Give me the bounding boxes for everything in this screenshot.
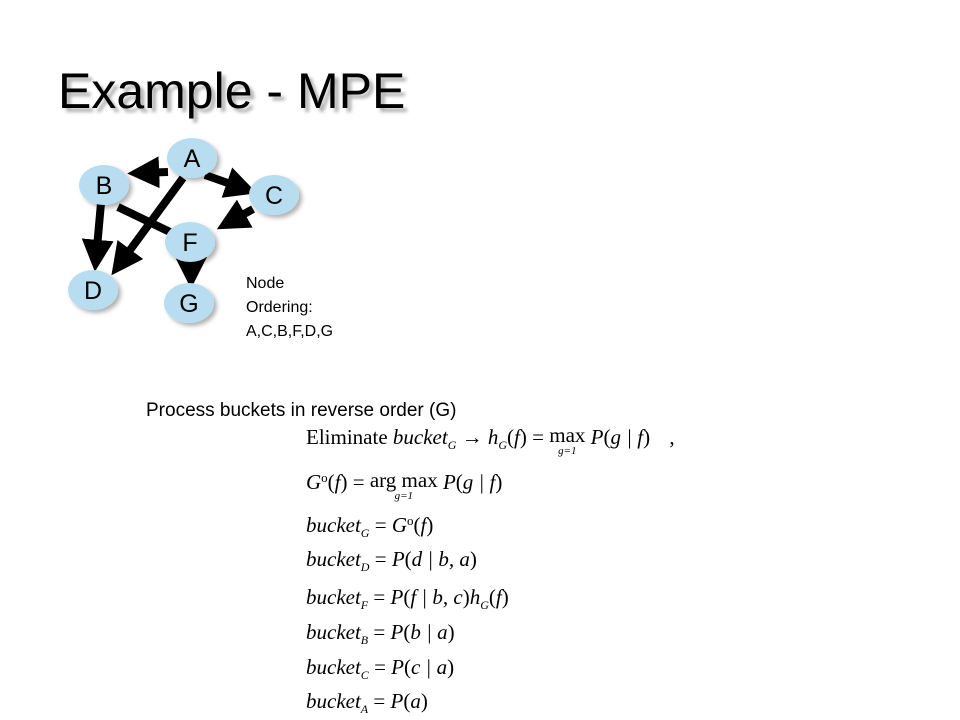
subscript-g: G [360, 526, 370, 540]
equation-bucket-b: bucketB = P(b | a) [306, 620, 455, 647]
node-b: B [79, 165, 129, 205]
bucket-word: bucket [306, 620, 361, 644]
p-args: b | a [410, 620, 448, 644]
h-symbol: h [469, 585, 481, 609]
node-b-label: B [96, 172, 113, 200]
comma: , [669, 425, 675, 449]
p-symbol: P [391, 547, 405, 571]
ordering-line-1: Node [246, 275, 285, 292]
argmax-range: g=1 [394, 490, 413, 502]
max-range: g=1 [558, 445, 577, 457]
p-symbol: P [590, 425, 604, 449]
subscript-f: F [360, 598, 369, 612]
f-symbol: f [514, 425, 520, 449]
edge-b-f [116, 203, 172, 236]
f-symbol: f [495, 585, 502, 609]
subscript-g: G [480, 598, 489, 612]
node-g-label: G [179, 290, 198, 318]
equation-bucket-g: bucketG = Go(f) [306, 513, 434, 540]
f-symbol: f [334, 470, 341, 494]
node-d-label: D [84, 277, 102, 305]
p-args: a [410, 689, 421, 713]
subscript-b: B [360, 633, 369, 647]
max-word: max [549, 423, 586, 447]
bucket-word: bucket [306, 655, 361, 679]
p-args: d | b, a [411, 547, 470, 571]
subscript-g: G [447, 438, 457, 452]
node-f-label: F [182, 229, 197, 257]
equation-bucket-a: bucketA = P(a) [306, 689, 428, 716]
edge-a-c [203, 167, 258, 198]
f-symbol: f [420, 513, 427, 537]
eliminate-word: Eliminate [306, 425, 388, 449]
argmax-word: arg max [369, 468, 438, 492]
p-args: g | f [610, 425, 644, 449]
arrow-symbol: → [461, 425, 483, 449]
ordering-line-2: Ordering: [246, 299, 313, 316]
bucket-word: bucket [306, 585, 361, 609]
edge-a-b [127, 156, 169, 189]
p-args: f | b, c [410, 585, 463, 609]
edge-b-d [81, 202, 114, 272]
p-args: g | f [462, 470, 496, 494]
bucket-word: bucket [306, 513, 361, 537]
h-symbol: h [487, 425, 499, 449]
p-symbol: P [390, 585, 404, 609]
node-g: G [164, 283, 214, 323]
node-ordering: Node Ordering: A,C,B,F,D,G [246, 272, 333, 344]
p-symbol: P [390, 689, 404, 713]
node-c-label: C [265, 182, 283, 210]
equation-bucket-c: bucketC = P(c | a) [306, 655, 455, 682]
process-instruction: Process buckets in reverse order (G) [146, 400, 457, 421]
node-c: C [249, 175, 299, 215]
bucket-word: bucket [392, 425, 448, 449]
node-a: A [167, 138, 217, 178]
p-symbol: P [442, 470, 456, 494]
g-symbol: G [391, 513, 407, 537]
subscript-d: D [360, 560, 370, 574]
node-f: F [165, 222, 215, 262]
p-args: c | a [410, 655, 448, 679]
subscript-a: A [360, 702, 369, 716]
p-symbol: P [390, 620, 404, 644]
slide-title: Example - MPE [58, 63, 406, 119]
equation-bucket-f: bucketF = P(f | b, c)hG(f) [306, 585, 509, 612]
ordering-line-3: A,C,B,F,D,G [246, 323, 334, 340]
node-d: D [68, 270, 118, 310]
edge-c-f [216, 199, 255, 230]
node-a-label: A [184, 145, 201, 173]
circle-superscript: o [406, 513, 414, 528]
subscript-c: C [360, 668, 369, 682]
equation-bucket-d: bucketD = P(d | b, a) [306, 547, 477, 574]
subscript-g: G [498, 438, 508, 452]
p-symbol: P [391, 655, 404, 679]
bucket-word: bucket [306, 689, 361, 713]
g-symbol: G [306, 470, 322, 494]
bucket-word: bucket [306, 547, 361, 571]
circle-superscript: o [321, 470, 328, 485]
